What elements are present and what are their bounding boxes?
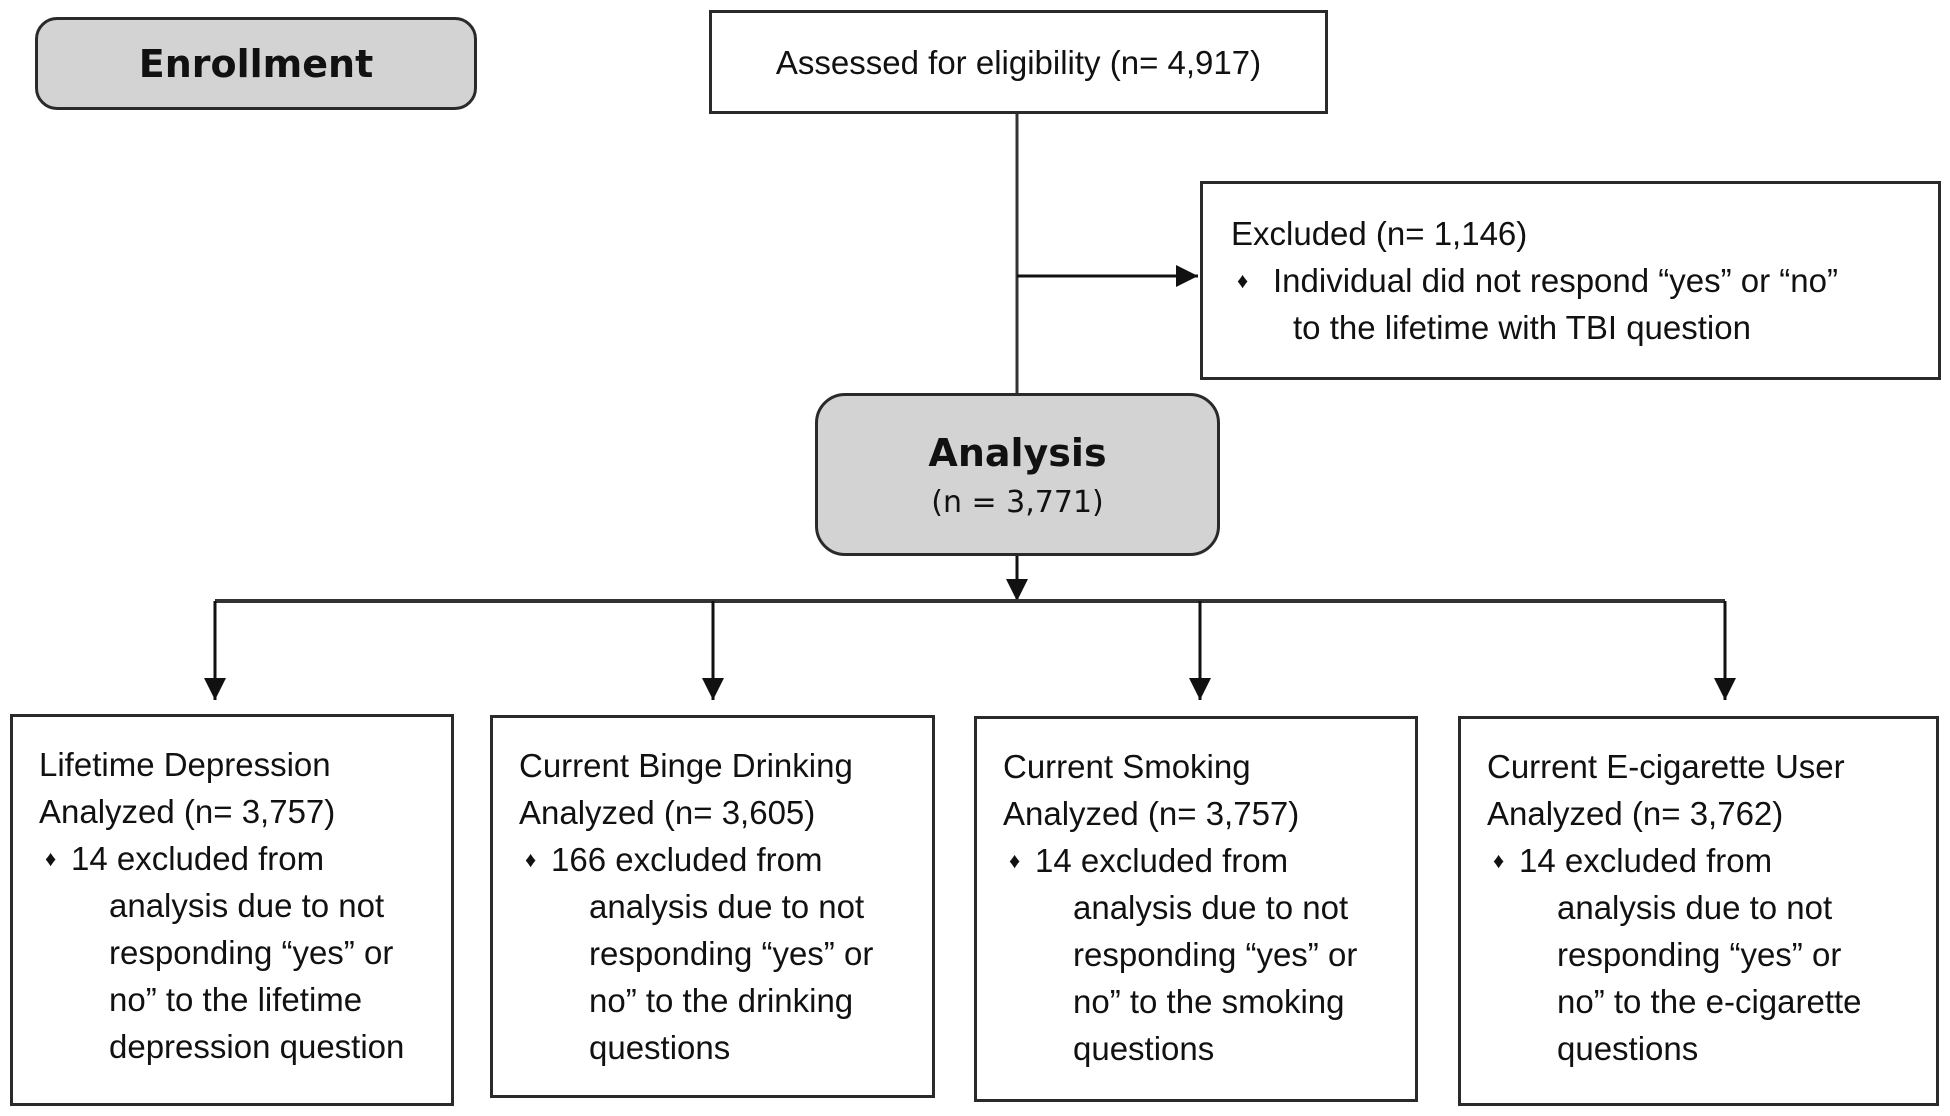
outcome-box-smoking: Current Smoking Analyzed (n= 3,757) ♦ 14…: [974, 716, 1418, 1102]
outcome-reason-line: analysis due to not: [1073, 889, 1349, 926]
bullet-icon: ♦: [1009, 848, 1021, 873]
bullet-icon: ♦: [1493, 848, 1505, 873]
bullet-icon: ♦: [525, 847, 537, 872]
excluded-box: Excluded (n= 1,146) ♦ Individual did not…: [1200, 181, 1941, 380]
enrollment-stage-label: Enrollment: [35, 17, 477, 110]
outcome-reason-line: analysis due to not: [109, 887, 385, 924]
outcome-box-depression: Lifetime Depression Analyzed (n= 3,757) …: [10, 714, 454, 1106]
outcome-reason-line: questions: [1557, 1030, 1699, 1067]
analysis-title: Analysis: [928, 430, 1107, 475]
outcome-analyzed: Analyzed (n= 3,757): [39, 793, 336, 830]
outcome-reason-line: responding “yes” or: [1557, 936, 1842, 973]
outcome-reason-line: analysis due to not: [1557, 889, 1833, 926]
outcome-box-ecigarette: Current E-cigarette User Analyzed (n= 3,…: [1458, 716, 1939, 1106]
outcome-reason-line: no” to the drinking: [589, 982, 854, 1019]
outcome-reason-line: questions: [589, 1029, 731, 1066]
bullet-icon: ♦: [45, 846, 57, 871]
outcome-reason-line: responding “yes” or: [109, 934, 394, 971]
outcome-title: Current Binge Drinking: [519, 747, 853, 784]
excluded-title: Excluded (n= 1,146): [1231, 215, 1528, 252]
outcome-reason-line: no” to the lifetime: [109, 981, 363, 1018]
excluded-reason-line2: to the lifetime with TBI question: [1293, 309, 1751, 346]
outcome-title: Lifetime Depression: [39, 746, 331, 783]
assessed-box: Assessed for eligibility (n= 4,917): [709, 10, 1328, 114]
outcome-reason-line: no” to the e-cigarette: [1557, 983, 1862, 1020]
outcome-excluded-count: 14 excluded from: [1035, 842, 1289, 879]
outcome-reason-line: responding “yes” or: [589, 935, 874, 972]
outcome-analyzed: Analyzed (n= 3,762): [1487, 795, 1784, 832]
analysis-n: (n = 3,771): [931, 484, 1104, 520]
outcome-reason-line: analysis due to not: [589, 888, 865, 925]
outcome-analyzed: Analyzed (n= 3,605): [519, 794, 816, 831]
outcome-excluded-count: 14 excluded from: [71, 840, 325, 877]
outcome-box-binge-drinking: Current Binge Drinking Analyzed (n= 3,60…: [490, 715, 935, 1098]
outcome-reason-line: responding “yes” or: [1073, 936, 1358, 973]
outcome-analyzed: Analyzed (n= 3,757): [1003, 795, 1300, 832]
outcome-reason-line: no” to the smoking: [1073, 983, 1345, 1020]
outcome-excluded-count: 14 excluded from: [1519, 842, 1773, 879]
outcome-excluded-count: 166 excluded from: [551, 841, 823, 878]
excluded-reason-line1: Individual did not respond “yes” or “no”: [1273, 262, 1838, 299]
assessed-text: Assessed for eligibility (n= 4,917): [775, 43, 1262, 81]
outcome-reason-line: questions: [1073, 1030, 1215, 1067]
analysis-stage-box: Analysis (n = 3,771): [815, 393, 1220, 556]
outcome-reason-line: depression question: [109, 1028, 405, 1065]
outcome-title: Current Smoking: [1003, 748, 1251, 785]
outcome-title: Current E-cigarette User: [1487, 748, 1845, 785]
bullet-icon: ♦: [1237, 268, 1249, 293]
enrollment-title: Enrollment: [138, 41, 374, 86]
